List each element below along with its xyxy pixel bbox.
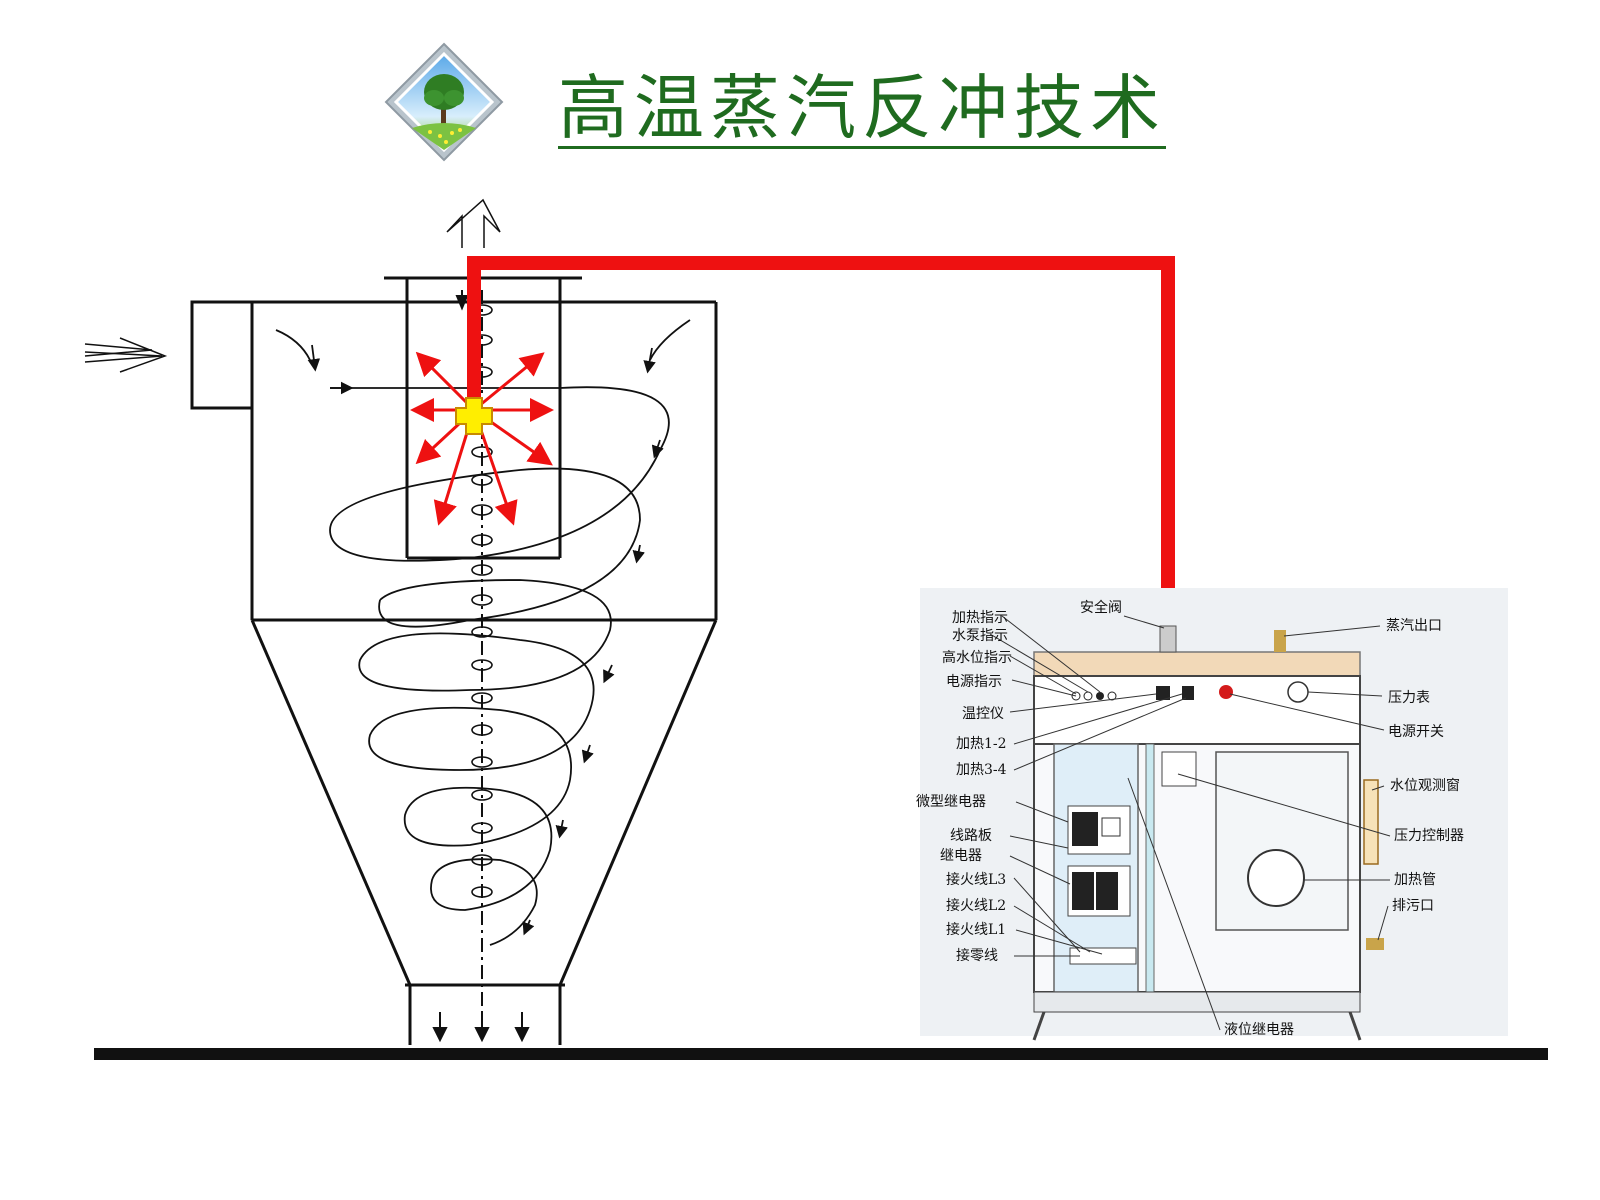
- label-live-l3: 接火线L3: [946, 871, 1006, 888]
- label-pressure-gauge: 压力表: [1388, 690, 1430, 706]
- label-drain: 排污口: [1392, 898, 1434, 914]
- label-water-window: 水位观测窗: [1390, 777, 1460, 794]
- label-heating-1-2: 加热1-2: [956, 736, 1007, 752]
- steam-pipe: [467, 256, 1175, 640]
- dust-outlet-arrows: [432, 290, 530, 1043]
- label-heating-indicator: 加热指示: [952, 610, 1008, 626]
- label-circuit-board: 线路板: [950, 828, 992, 844]
- label-pressure-controller: 压力控制器: [1394, 828, 1464, 844]
- boiler-labels: 加热指示 水泵指示 高水位指示 电源指示 温控仪 加热1-2 加热3-4 微型继…: [916, 599, 1464, 1038]
- label-live-l2: 接火线L2: [946, 897, 1006, 914]
- steam-nozzle-icon: [455, 397, 493, 435]
- label-steam-outlet: 蒸汽出口: [1386, 618, 1442, 634]
- label-safety-valve: 安全阀: [1080, 599, 1122, 616]
- steam-boiler: [920, 588, 1508, 1041]
- label-temp-controller: 温控仪: [962, 706, 1004, 722]
- double-arrow-up-icon: [446, 198, 501, 248]
- tree-diamond-logo: [384, 42, 504, 162]
- cyclone-separator: [190, 276, 718, 1045]
- page-title: 高温蒸汽反冲技术: [558, 67, 1166, 149]
- label-relay: 继电器: [940, 848, 982, 864]
- label-power-switch: 电源开关: [1388, 724, 1444, 740]
- label-heating-tube: 加热管: [1394, 872, 1436, 888]
- label-micro-relay: 微型继电器: [916, 794, 986, 810]
- double-arrow-right-icon: [84, 337, 168, 373]
- label-neutral: 接零线: [956, 947, 998, 964]
- label-live-l1: 接火线L1: [946, 921, 1006, 938]
- label-heating-3-4: 加热3-4: [956, 762, 1007, 778]
- label-pump-indicator: 水泵指示: [952, 628, 1008, 644]
- label-level-relay: 液位继电器: [1224, 1022, 1294, 1038]
- outer-vortex: [275, 319, 691, 946]
- label-high-water-indicator: 高水位指示: [942, 649, 1012, 666]
- label-power-indicator: 电源指示: [946, 674, 1002, 690]
- ground-line: [94, 1048, 1548, 1060]
